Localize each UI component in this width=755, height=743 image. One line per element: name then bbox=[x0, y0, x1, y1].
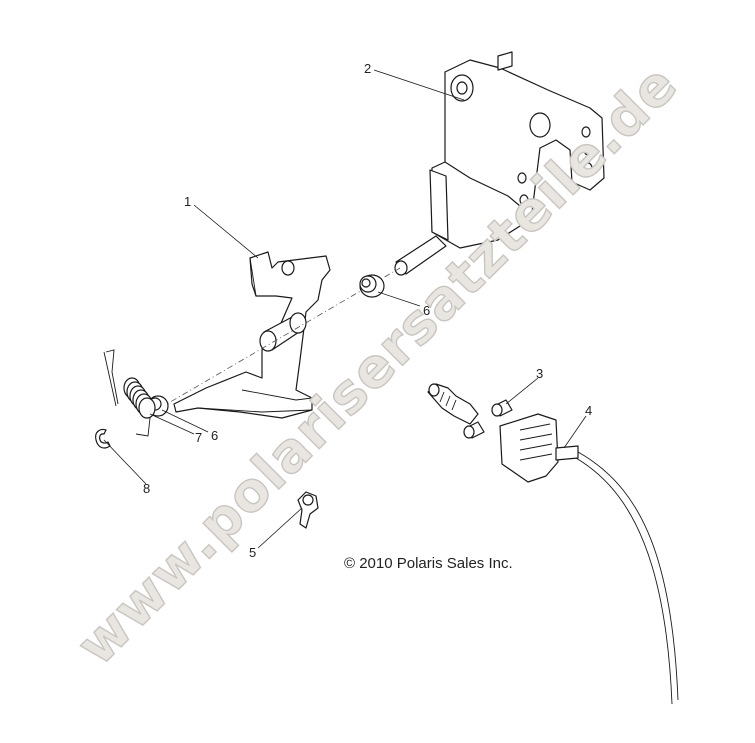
pin-part-5 bbox=[297, 491, 319, 529]
callout-leaders bbox=[103, 69, 587, 549]
bolts-part-3 bbox=[463, 399, 513, 439]
callout-6-upper: 6 bbox=[423, 303, 430, 318]
callout-8: 8 bbox=[143, 481, 150, 496]
brake-cable-part-4 bbox=[427, 383, 679, 705]
callout-2: 2 bbox=[364, 61, 371, 76]
callout-1: 1 bbox=[184, 194, 191, 209]
callout-5: 5 bbox=[249, 545, 256, 560]
torsion-spring-part-7 bbox=[103, 349, 156, 437]
bushing-part-6-upper bbox=[359, 274, 385, 298]
callout-4: 4 bbox=[585, 403, 592, 418]
copyright-notice: © 2010 Polaris Sales Inc. bbox=[344, 555, 513, 572]
callout-6-lower: 6 bbox=[211, 428, 218, 443]
e-clip-part-8 bbox=[95, 428, 111, 449]
callout-3: 3 bbox=[536, 366, 543, 381]
mounting-bracket-part-2 bbox=[394, 51, 605, 276]
callout-7: 7 bbox=[195, 430, 202, 445]
watermark-text: www.polarisersatzteile.de bbox=[65, 52, 690, 677]
